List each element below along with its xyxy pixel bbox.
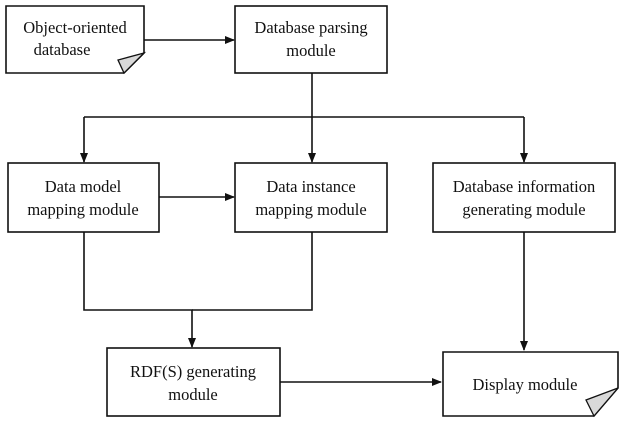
- node-label-line1: RDF(S) generating: [130, 362, 256, 381]
- node-label-line1: Data instance: [266, 177, 355, 196]
- edge-data-model-to-rdfs: [83, 232, 196, 348]
- edge-data-instance-to-rdfs: [192, 232, 313, 311]
- node-rdfs-generating-module: RDF(S) generating module: [106, 347, 281, 417]
- node-database-parsing-module: Database parsing module: [234, 5, 388, 74]
- node-label-line1: Display module: [473, 375, 578, 394]
- edges: [80, 36, 528, 386]
- node-data-instance-mapping-module: Data instance mapping module: [234, 162, 388, 233]
- node-label-line2: mapping module: [255, 200, 366, 219]
- node-data-model-mapping-module: Data model mapping module: [7, 162, 160, 233]
- node-label-line2: module: [286, 41, 336, 60]
- node-label-line1: Data model: [45, 177, 122, 196]
- folded-corner: [585, 387, 619, 418]
- node-label-line1: Object-oriented: [23, 18, 127, 37]
- node-object-oriented-database: Object-oriented database: [5, 5, 147, 75]
- node-display-module: Display module: [442, 351, 619, 418]
- node-label-line2: module: [168, 385, 218, 404]
- folded-corner: [117, 51, 147, 75]
- node-label-line1: Database information: [453, 177, 596, 196]
- node-database-information-generating-module: Database information generating module: [432, 162, 616, 233]
- node-label-line2: database: [34, 40, 91, 59]
- node-label-line2: mapping module: [27, 200, 138, 219]
- node-label-line1: Database parsing: [254, 18, 367, 37]
- node-label-line2: generating module: [462, 200, 585, 219]
